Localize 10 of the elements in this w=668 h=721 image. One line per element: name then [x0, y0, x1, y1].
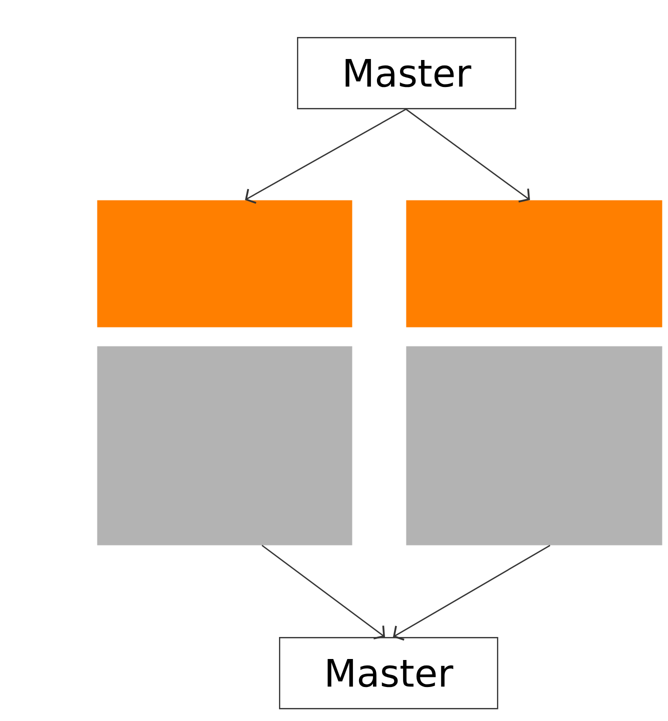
block: [97, 200, 352, 328]
master-box: Master: [279, 637, 498, 710]
arrow: [406, 108, 530, 202]
arrow: [262, 544, 385, 640]
block: [406, 346, 662, 546]
block: [97, 346, 352, 546]
arrow: [393, 544, 550, 641]
arrow: [245, 108, 406, 204]
master-box: Master: [297, 37, 516, 110]
block: [406, 200, 662, 328]
